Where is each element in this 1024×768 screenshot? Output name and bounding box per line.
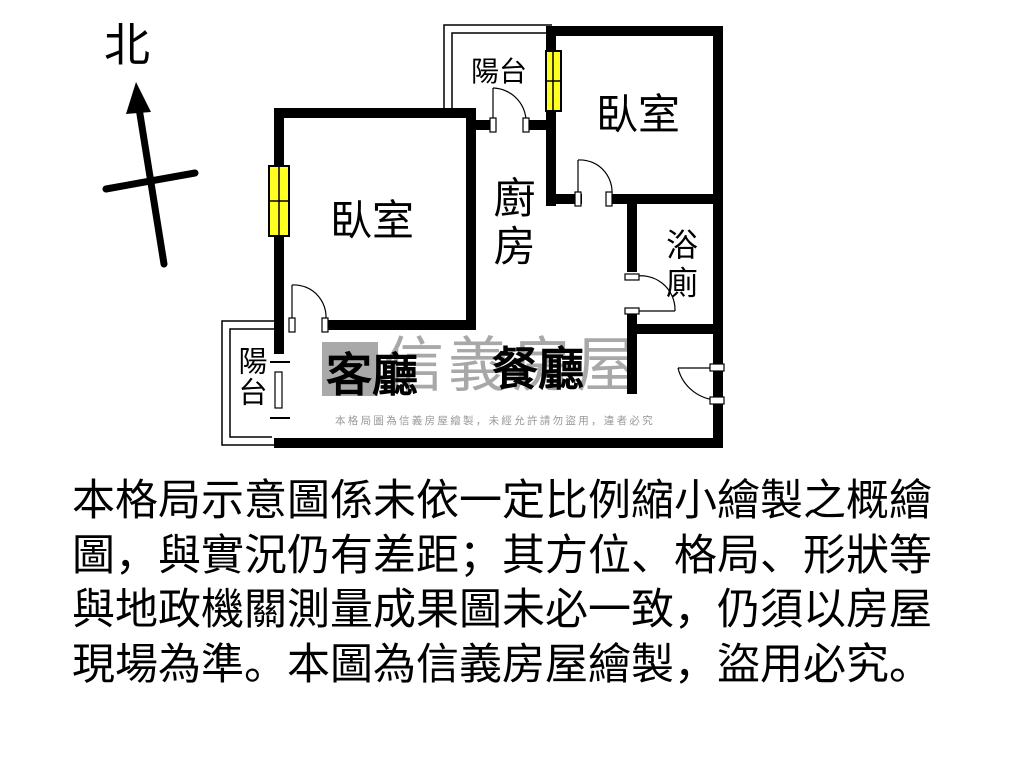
balcony-left-outline (221, 320, 277, 446)
room-label-living-room: 客廳 (326, 348, 418, 402)
watermark-logo-icon (322, 342, 378, 396)
door-top-balcony (489, 87, 530, 133)
door-entrance (677, 363, 725, 405)
room-label-balcony-left: 陽台 (234, 346, 268, 408)
room-label-dining-room: 餐廳 (492, 342, 584, 396)
watermark-notice: 本格局圖為信義房屋繪製，未經允許請勿盜用，違者必究 (335, 415, 655, 427)
balcony-top-outline (443, 24, 552, 110)
door-right-bedroom (574, 159, 613, 207)
room-label-balcony-top: 陽台 (471, 55, 528, 88)
watermark-brand: 信義房屋 (384, 331, 640, 401)
room-label-bedroom-left: 臥室 (330, 196, 415, 245)
room-label-bathroom: 浴廁 (661, 228, 699, 304)
window-left-bedroom (268, 165, 290, 237)
walls (274, 26, 723, 448)
door-left-bedroom (288, 284, 329, 333)
room-label-bedroom-right: 臥室 (596, 90, 681, 139)
compass-north-label: 北 (104, 18, 150, 72)
north-arrow-icon (102, 82, 199, 268)
sliding-door-left-balcony (270, 354, 290, 438)
floor-plan: 信義房屋 本格局圖為信義房屋繪製，未經允許請勿盜用，違者必究 (102, 18, 725, 448)
floor-plan-walls (102, 24, 725, 448)
room-label-kitchen: 廚房 (487, 176, 536, 272)
door-bathroom (624, 273, 676, 315)
window-right-bedroom (545, 50, 562, 112)
disclaimer-text: 本格局示意圖係未依一定比例縮小繪製之概繪圖，與實況仍有差距；其方位、格局、形狀等… (72, 476, 932, 690)
